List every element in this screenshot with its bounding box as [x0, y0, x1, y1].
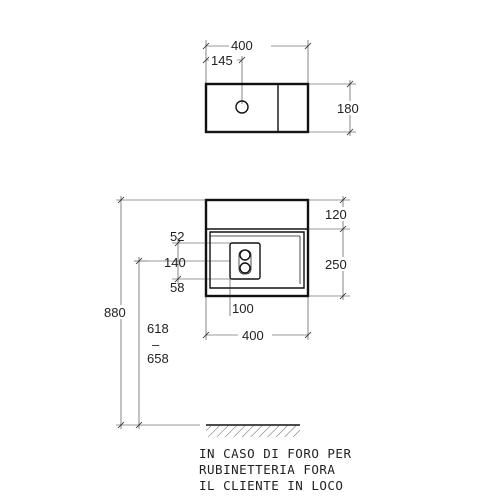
drain-vertical-dimensions: 52 140 58: [148, 229, 230, 295]
total-height-label: 880: [104, 305, 126, 320]
top-depth-label: 180: [337, 101, 359, 116]
note-line-2: RUBINETTERIA FORA: [199, 462, 335, 477]
front-view-bowl: [209, 231, 305, 289]
outlet-max-label: 658: [147, 351, 169, 366]
outlet-height-dimension: 618 – 658: [134, 257, 174, 429]
basin-height-label: 250: [325, 257, 347, 272]
drain-base-label: 100: [232, 301, 254, 316]
outlet-min-label: 618: [147, 321, 169, 336]
top-view-drain-hole: [235, 100, 249, 114]
installation-note: IN CASO DI FORO PER RUBINETTERIA FORA IL…: [199, 446, 352, 493]
floor-hatch: [206, 424, 300, 437]
front-view-basin-outline: [204, 198, 310, 298]
front-view: 52 140 58 100 400: [103, 196, 354, 437]
hole-offset-label: 145: [211, 53, 233, 68]
drain-base-dimension: 100: [229, 279, 254, 316]
drain-width-label: 140: [164, 255, 186, 270]
top-width-label: 400: [231, 38, 253, 53]
back-height-label: 120: [325, 207, 347, 222]
drain-top-label: 52: [170, 229, 184, 244]
note-line-1: IN CASO DI FORO PER: [199, 446, 352, 461]
outlet-separator: –: [152, 337, 160, 352]
drain-icon: [238, 249, 252, 275]
top-width-dimension: 400: [202, 38, 312, 84]
front-width-label: 400: [242, 328, 264, 343]
front-width-dimension: 400: [202, 296, 312, 343]
total-height-dimension: 880: [103, 196, 206, 429]
top-view: 400 145 180: [202, 38, 363, 136]
top-depth-dimension: 180: [308, 80, 363, 136]
top-view-basin-outline: [204, 82, 310, 134]
note-line-3: IL CLIENTE IN LOCO: [199, 478, 343, 493]
drain-bottom-label: 58: [170, 280, 184, 295]
hole-offset-dimension: 145: [202, 53, 246, 104]
right-height-dimensions: 120 250: [308, 196, 354, 300]
